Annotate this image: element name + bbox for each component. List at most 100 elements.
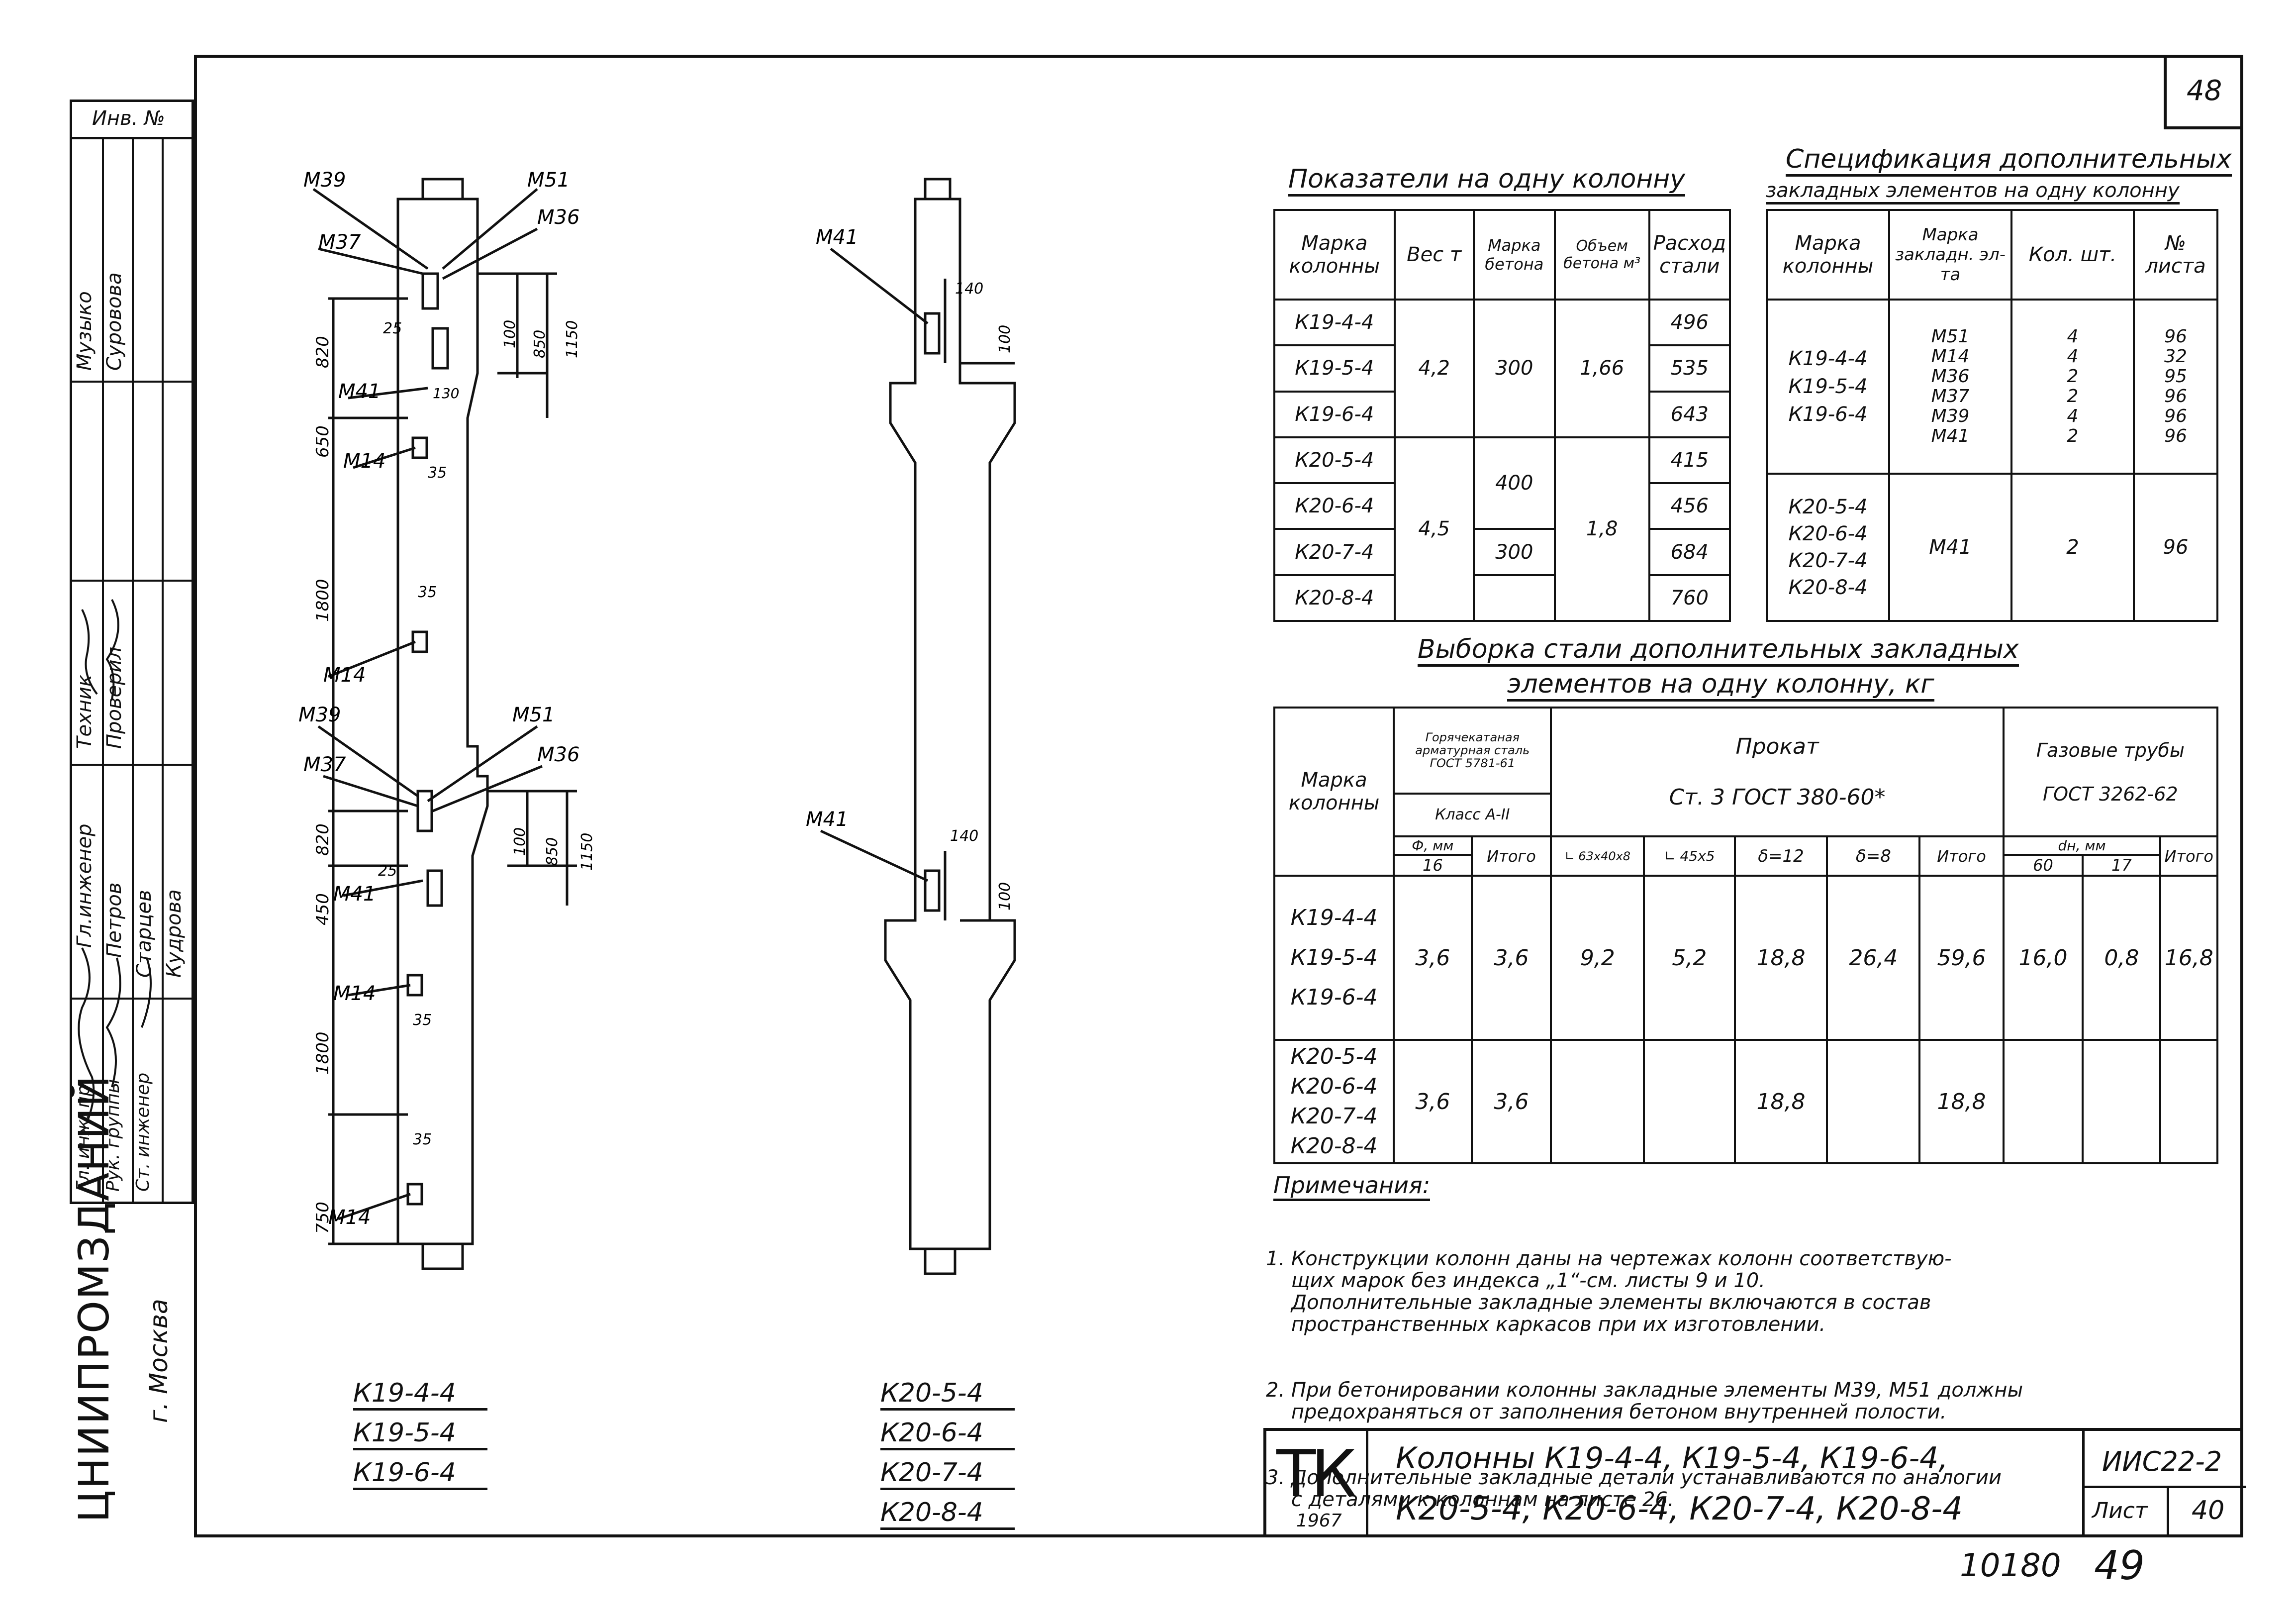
title-year: 1967 [1296, 1511, 1342, 1531]
t2-sheets-1: 96 32 95 96 96 96 [2133, 299, 2218, 475]
t1-steel-1: 496 [1648, 298, 1731, 347]
t1-concrete-2c [1472, 574, 1556, 622]
table3-title-1: Выборка стали дополнительных закладных [1418, 634, 2019, 667]
t3-r1-v7: 16,0 [2002, 875, 2084, 1041]
label-m41-mid: М41 [333, 883, 376, 906]
t3-r2-v6: 18,8 [1918, 1039, 2005, 1164]
k20-dim-140-b: 140 [950, 827, 978, 845]
t1-h-weight: Вес т [1393, 209, 1475, 301]
signatures [78, 599, 152, 1122]
dim-820-b: 820 [313, 823, 333, 856]
label-m51-top: М51 [527, 169, 570, 192]
t3-r2-v7 [2002, 1039, 2084, 1164]
k20-label-m41-b: М41 [806, 808, 848, 831]
notes-title: Примечания: [1273, 1172, 1431, 1201]
t3-r1-v8: 0,8 [2082, 875, 2162, 1041]
k20-label-m41-a: М41 [816, 226, 858, 249]
table2-title-2: закладных элементов на одну колонну [1766, 179, 2180, 204]
title-line-2: К20-5-4, К20-6-4, К20-7-4, К20-8-4 [1396, 1491, 1963, 1527]
label-m14-a: М14 [343, 450, 385, 473]
t3-r2-v1: 3,6 [1470, 1039, 1552, 1164]
t2-element-2: М41 [1888, 473, 2012, 622]
table1-title: Показатели на одну колонну [1288, 164, 1686, 197]
t1-steel-6: 684 [1648, 528, 1731, 576]
label-m36-top: М36 [537, 206, 579, 229]
k19-mark-2: К19-5-4 [353, 1418, 487, 1450]
footer-code: 10180 [1960, 1547, 2061, 1584]
t3-h-diam: Ф, мм [1393, 835, 1473, 856]
t3-gas-label: Газовые трубы [2036, 739, 2185, 761]
title-block: ТК 1967 Колонны К19-4-4, К19-5-4, К19-6-… [1263, 1428, 2246, 1537]
t1-steel-2: 535 [1648, 344, 1731, 393]
t1-weight-1: 4,2 [1393, 299, 1475, 438]
table3-title-2: элементов на одну колонну, кг [1507, 669, 1934, 702]
t3-gost-label: ГОСТ 3262-62 [2043, 783, 2178, 805]
dim-1800-b: 1800 [313, 1031, 333, 1075]
label-m36-mid: М36 [537, 743, 579, 766]
t3-h-16: 16 [1393, 854, 1473, 877]
label-m41-top: М41 [338, 380, 381, 403]
t1-h-steel: Расход стали [1648, 209, 1731, 301]
column-drawing-k19: М39 М51 М37 М36 М41 М14 М14 М39 М51 М37 … [298, 169, 596, 1270]
city-name: г. Москва [144, 1299, 173, 1423]
k20-dim-100-b: 100 [996, 882, 1014, 911]
t3-h-rebar: Горячекатаная арматурная сталь ГОСТ 5781… [1393, 707, 1552, 795]
k20-mark-2: К20-6-4 [880, 1418, 1015, 1450]
t2-elements-1: М51 М14 М36 М37 М39 М41 [1888, 299, 2012, 475]
indicators-table: Марка колонны Вес т Марка бетона Объем б… [1273, 209, 1731, 622]
label-m37-top: М37 [318, 231, 361, 254]
t1-steel-7: 760 [1648, 574, 1731, 622]
dim-100-a: 100 [501, 320, 519, 348]
t2-h-element: Марка закладн. эл-та [1888, 209, 2012, 301]
notes-body: 1. Конструкции колонн даны на чертежах к… [1266, 1204, 2226, 1532]
k20-mark-4: К20-8-4 [880, 1498, 1015, 1530]
label-m37-mid: М37 [303, 753, 346, 776]
dim-450: 450 [313, 893, 333, 925]
dim-25-b: 25 [378, 862, 397, 880]
steel-selection-table: Марка колонны Горячекатаная арматурная с… [1273, 707, 2219, 1164]
title-line-1: Колонны К19-4-4, К19-5-4, К19-6-4, [1396, 1441, 1948, 1476]
t3-r2-marks: К20-5-4 К20-6-4 К20-7-4 К20-8-4 [1273, 1039, 1395, 1164]
label-m14-c: М14 [333, 982, 376, 1005]
t1-h-volume: Объем бетона м³ [1553, 209, 1650, 301]
t1-volume-2: 1,8 [1553, 436, 1650, 622]
t3-h-total-1: Итого [1470, 835, 1552, 877]
t3-h-d12: δ=12 [1733, 835, 1828, 877]
t3-h-total-3: Итого [2159, 835, 2218, 877]
t1-mark-2: К19-5-4 [1273, 344, 1396, 393]
t3-h-prokat: Прокат Ст. 3 ГОСТ 380-60* [1550, 707, 2005, 837]
dim-650: 650 [313, 425, 333, 458]
dim-850-a: 850 [531, 330, 549, 358]
t1-mark-7: К20-8-4 [1273, 574, 1396, 622]
note-2: 2. При бетонировании колонны закладные э… [1266, 1379, 2023, 1423]
t1-volume-1: 1,66 [1553, 299, 1650, 438]
sheet-corner-number: 48 [2187, 75, 2222, 107]
dim-25-a: 25 [383, 320, 402, 337]
t3-prokat-label: Прокат [1735, 734, 1819, 759]
t3-h-gas: Газовые трубы ГОСТ 3262-62 [2002, 707, 2219, 837]
t3-h-mark: Марка колонны [1273, 707, 1395, 877]
label-m39-mid: М39 [298, 704, 341, 726]
drawing-frame [194, 55, 2243, 1537]
t3-r1-v2: 9,2 [1550, 875, 1645, 1041]
dim-35-d: 35 [413, 1131, 432, 1148]
dim-1150-a: 1150 [564, 320, 581, 358]
t3-r2-v2 [1550, 1039, 1645, 1164]
note-3: 3. Дополнительные закладные детали устан… [1266, 1466, 2002, 1511]
t3-h-60: 60 [2002, 854, 2084, 877]
name-surovova: Суровова [103, 272, 126, 371]
t3-r1-v5: 26,4 [1826, 875, 1921, 1041]
sheet-number: 40 [2192, 1496, 2225, 1525]
dim-750: 750 [313, 1202, 333, 1234]
t3-r1-v6: 59,6 [1918, 875, 2005, 1041]
sheet-number-box: 48 [2164, 55, 2243, 129]
t2-h-sheet: № листа [2133, 209, 2218, 301]
t3-r1-v3: 5,2 [1643, 875, 1736, 1041]
t2-sheet-2: 96 [2133, 473, 2218, 622]
t3-h-dn: dн, мм [2002, 835, 2162, 856]
t3-h-class: Класс А-II [1393, 792, 1552, 838]
t3-r2-v3 [1643, 1039, 1736, 1164]
series-code: ИИС22-2 [2102, 1446, 2222, 1477]
t1-weight-2: 4,5 [1393, 436, 1475, 622]
t3-h-l45: ∟ 45х5 [1643, 835, 1736, 877]
